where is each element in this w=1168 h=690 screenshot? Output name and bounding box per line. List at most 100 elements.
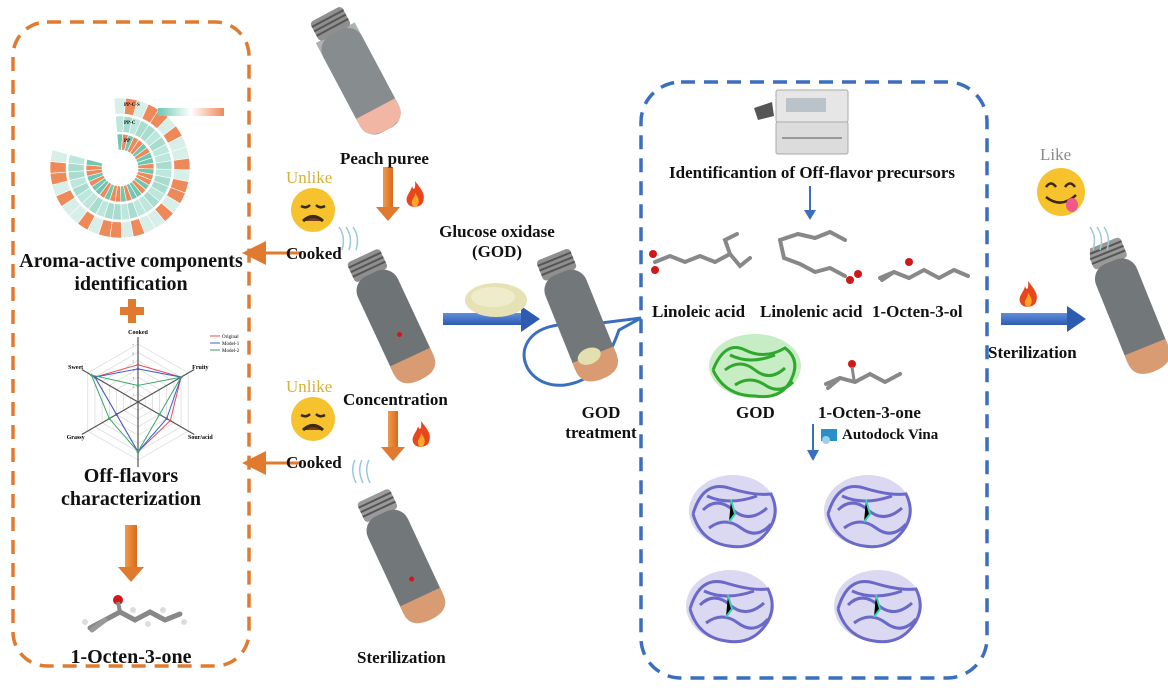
legend-label: Model-2: [222, 349, 240, 354]
result-compound-label: 1-Octen-3-one: [70, 646, 192, 668]
god-treatment-label: GOD treatment: [556, 403, 646, 442]
down-arrow-puree: [376, 167, 400, 221]
radar-axis: [137, 369, 195, 403]
docking-result-2: [824, 475, 912, 549]
down-arrow-characterization: [118, 525, 144, 582]
autodock-vina-icon: [821, 429, 837, 444]
god-label: GOD: [736, 403, 775, 422]
precursor-title: Identificantion of Off-flavor precursors: [669, 163, 955, 182]
down-arrow-concentration: [381, 411, 405, 461]
linoleic-acid-molecule: [649, 232, 752, 274]
lc-ms-instrument-icon: [754, 89, 849, 155]
octenone-molecule-left: [82, 595, 187, 633]
aroma-title-line1: Aroma-active components: [19, 250, 243, 272]
radar-point: [158, 413, 161, 416]
heatmap-ring-label: PP-C: [124, 121, 136, 126]
step-peach-puree: Peach puree: [340, 149, 429, 168]
final-sterilization-label: Sterilization: [988, 343, 1077, 362]
legend-label: Model-1: [222, 342, 240, 347]
octenol-molecule: [878, 258, 970, 282]
docking-result-4: [834, 570, 922, 644]
compound-label-linoleic: Linoleic acid: [652, 302, 746, 321]
like-emoji: [1037, 168, 1085, 216]
god-protein-structure: [709, 334, 801, 399]
flame-icon-3: [1019, 281, 1037, 307]
god-powder: [465, 283, 527, 317]
vial-final: [1090, 237, 1168, 374]
steam-icon-2: [352, 459, 371, 484]
heatmap-legend: [158, 108, 224, 116]
radar-tick-label: 5: [132, 360, 134, 364]
vial-peach-puree: [310, 7, 401, 135]
aroma-title-line2: identification: [74, 273, 188, 295]
enzyme-label: Glucose oxidase (GOD): [432, 222, 562, 261]
heatmap-ring-label: PP: [124, 139, 130, 144]
heatmap-cell: [49, 161, 67, 174]
aroma-panel-border: [11, 20, 251, 668]
steam-icon-3: [1089, 226, 1110, 251]
legend-label: Original: [222, 335, 239, 340]
enzyme-label-line2: (GOD): [471, 241, 523, 261]
radar-axis-label: Cooked: [128, 330, 148, 336]
heatmap-ring-label: PP-C-S: [124, 103, 140, 108]
radar-tick-label: 2: [132, 384, 134, 388]
arrow-to-compounds: [804, 186, 816, 220]
radar-point: [179, 375, 183, 379]
radar-point: [107, 417, 111, 420]
steam-icon-1: [338, 226, 359, 251]
unlike-emoji-2: [291, 397, 335, 441]
vial-god-treatment: [536, 249, 619, 382]
radar-axis-label: Grassy: [67, 435, 85, 441]
radar-point: [136, 384, 140, 387]
offflavor-radar-chart: CookedFruitySour/acidFloralGrassySweet12…: [67, 330, 240, 467]
heatmap-cell: [85, 158, 103, 167]
heatmap-cell: [173, 157, 191, 171]
radar-point: [90, 373, 93, 377]
compound-label-linolenic: Linolenic acid: [760, 302, 863, 321]
god-treatment-line2: treatment: [565, 422, 637, 442]
unlike-label-2: Unlike: [286, 377, 333, 396]
arrow-to-final-sterilization: [1001, 306, 1086, 332]
aroma-title: Aroma-active components identification: [15, 250, 247, 296]
flame-icon-2: [412, 421, 430, 447]
heatmap-cell: [67, 154, 86, 165]
octenone-label-right: 1-Octen-3-one: [818, 403, 921, 422]
cooked-label-2: Cooked: [286, 453, 342, 472]
vial-sterilization: [357, 489, 446, 624]
radar-point: [136, 450, 140, 454]
radar-tick-label: 7: [132, 343, 134, 347]
radar-point: [115, 413, 118, 416]
god-treatment-line1: GOD: [581, 403, 621, 422]
offflavor-title-line2: characterization: [61, 488, 201, 510]
flame-icon-1: [406, 181, 424, 207]
radar-tick-label: 3: [132, 376, 134, 380]
enzyme-label-line1: Glucose oxidase: [439, 222, 555, 241]
radar-axis-label: Fruity: [192, 365, 208, 371]
radar-point: [136, 367, 140, 371]
plus-icon: [120, 299, 144, 323]
autodock-vina-label: Autodock Vina: [842, 427, 939, 443]
unlike-label-1: Unlike: [286, 168, 333, 187]
docking-result-3: [686, 570, 774, 644]
docking-result-1: [689, 475, 777, 549]
vial-concentration: [347, 249, 436, 384]
radar-tick-label: 6: [132, 351, 134, 355]
radar-point: [168, 419, 172, 422]
radar-axis-label: Sour/acid: [188, 435, 213, 441]
unlike-emoji-1: [291, 188, 335, 232]
heatmap-cell: [49, 149, 69, 164]
radar-axis-label: Sweet: [68, 365, 83, 371]
aroma-heatmap: PP-C-S PP-C PP: [49, 97, 224, 239]
radar-point: [165, 417, 169, 420]
precursor-panel-border: [639, 80, 989, 680]
like-label: Like: [1040, 145, 1072, 164]
arrow-to-docking: [807, 424, 819, 461]
compound-label-octenol: 1-Octen-3-ol: [872, 302, 963, 321]
radar-point: [136, 363, 140, 367]
step-concentration: Concentration: [343, 390, 448, 409]
offflavor-title-line1: Off-flavors: [83, 465, 179, 487]
cooked-label-1: Cooked: [286, 244, 342, 263]
linolenic-acid-molecule: [778, 229, 862, 284]
octenone-molecule-right: [824, 360, 902, 390]
